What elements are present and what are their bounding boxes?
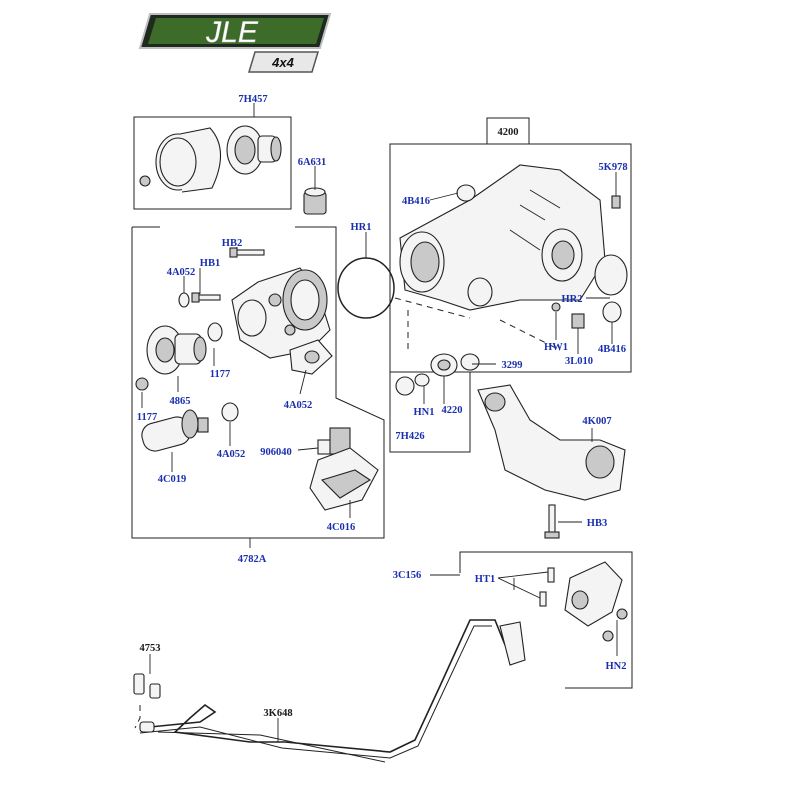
label-1177-b: 1177 xyxy=(137,412,157,423)
label-4220: 4220 xyxy=(442,405,463,416)
mount-4k007 xyxy=(477,384,626,501)
label-4b416-a: 4B416 xyxy=(402,196,430,207)
box-4782a xyxy=(131,226,385,548)
seal-4b416-a xyxy=(456,184,476,202)
bracket-3c156 xyxy=(564,561,623,627)
bolt-hb3 xyxy=(544,504,560,539)
washer-hw1 xyxy=(551,302,561,312)
label-4c019: 4C019 xyxy=(158,474,187,485)
nut-hn2-b xyxy=(602,630,614,642)
label-5k978: 5K978 xyxy=(598,162,627,173)
coupling-unit xyxy=(231,267,331,359)
label-4782a: 4782A xyxy=(238,554,267,565)
box-3c156 xyxy=(430,551,633,689)
cv-joint-boot xyxy=(155,127,222,193)
jle-logo: JLE 4x4 xyxy=(138,13,332,73)
ecu-4c016 xyxy=(309,447,379,511)
label-4200: 4200 xyxy=(498,127,519,138)
oring-4a052-c xyxy=(221,402,239,422)
nut-hn2-a xyxy=(616,608,628,620)
label-hw1: HW1 xyxy=(544,342,568,353)
vent-pipe-3k648 xyxy=(139,619,526,763)
label-hr2: HR2 xyxy=(562,294,583,305)
plug-5k978 xyxy=(611,195,621,209)
leader-lines xyxy=(141,166,618,742)
plug-3l010 xyxy=(571,313,585,329)
sensor-906040 xyxy=(317,427,351,455)
bearing-set xyxy=(395,353,480,396)
label-hr1: HR1 xyxy=(351,222,372,233)
label-906040: 906040 xyxy=(260,447,292,458)
callout-labels: 7H457 6A631 HB2 HB1 4A052 1177 4865 1177… xyxy=(137,94,628,719)
label-4k007: 4K007 xyxy=(582,416,611,427)
logo-sub: 4x4 xyxy=(271,55,294,70)
oring-4a052-a xyxy=(178,292,190,308)
bolt-hb1 xyxy=(191,292,221,303)
label-3299: 3299 xyxy=(502,360,523,371)
label-6a631: 6A631 xyxy=(298,157,327,168)
label-1177-a: 1177 xyxy=(210,369,230,380)
filter-6a631 xyxy=(303,187,327,215)
oring-hr1 xyxy=(337,257,395,319)
label-hb3: HB3 xyxy=(587,518,607,529)
box-4200 xyxy=(389,117,632,453)
label-4a052-c: 4A052 xyxy=(217,449,246,460)
nut-1177-b xyxy=(135,377,149,391)
label-3k648: 3K648 xyxy=(263,708,292,719)
gasket-4a052-b xyxy=(289,339,333,375)
label-4a052-a: 4A052 xyxy=(167,267,196,278)
label-4c016: 4C016 xyxy=(327,522,356,533)
bolts-ht1 xyxy=(539,567,555,607)
label-ht1: HT1 xyxy=(475,574,495,585)
box-7h457 xyxy=(133,103,292,210)
label-hn2: HN2 xyxy=(606,661,627,672)
label-7h426: 7H426 xyxy=(395,431,424,442)
label-hb2: HB2 xyxy=(222,238,242,249)
label-3c156: 3C156 xyxy=(393,570,422,581)
seal-4b416-b xyxy=(602,301,622,323)
label-4865: 4865 xyxy=(170,396,191,407)
logo-brand: JLE xyxy=(205,16,259,49)
cv-joint xyxy=(226,125,282,175)
breather-4753 xyxy=(133,673,161,699)
label-hn1: HN1 xyxy=(414,407,435,418)
label-3l010: 3L010 xyxy=(565,356,593,367)
label-hb1: HB1 xyxy=(200,258,220,269)
label-4753: 4753 xyxy=(140,643,161,654)
label-4b416-b: 4B416 xyxy=(598,344,626,355)
oring-1177-a xyxy=(207,322,223,342)
diff-housing xyxy=(399,164,606,311)
oring-hr2 xyxy=(594,254,628,296)
motor-4c019 xyxy=(141,409,209,452)
output-flange-4865 xyxy=(146,325,207,375)
label-7h457: 7H457 xyxy=(238,94,267,105)
nut-icon xyxy=(139,175,151,187)
bolt-hb2 xyxy=(229,247,265,258)
label-4a052-b: 4A052 xyxy=(284,400,313,411)
